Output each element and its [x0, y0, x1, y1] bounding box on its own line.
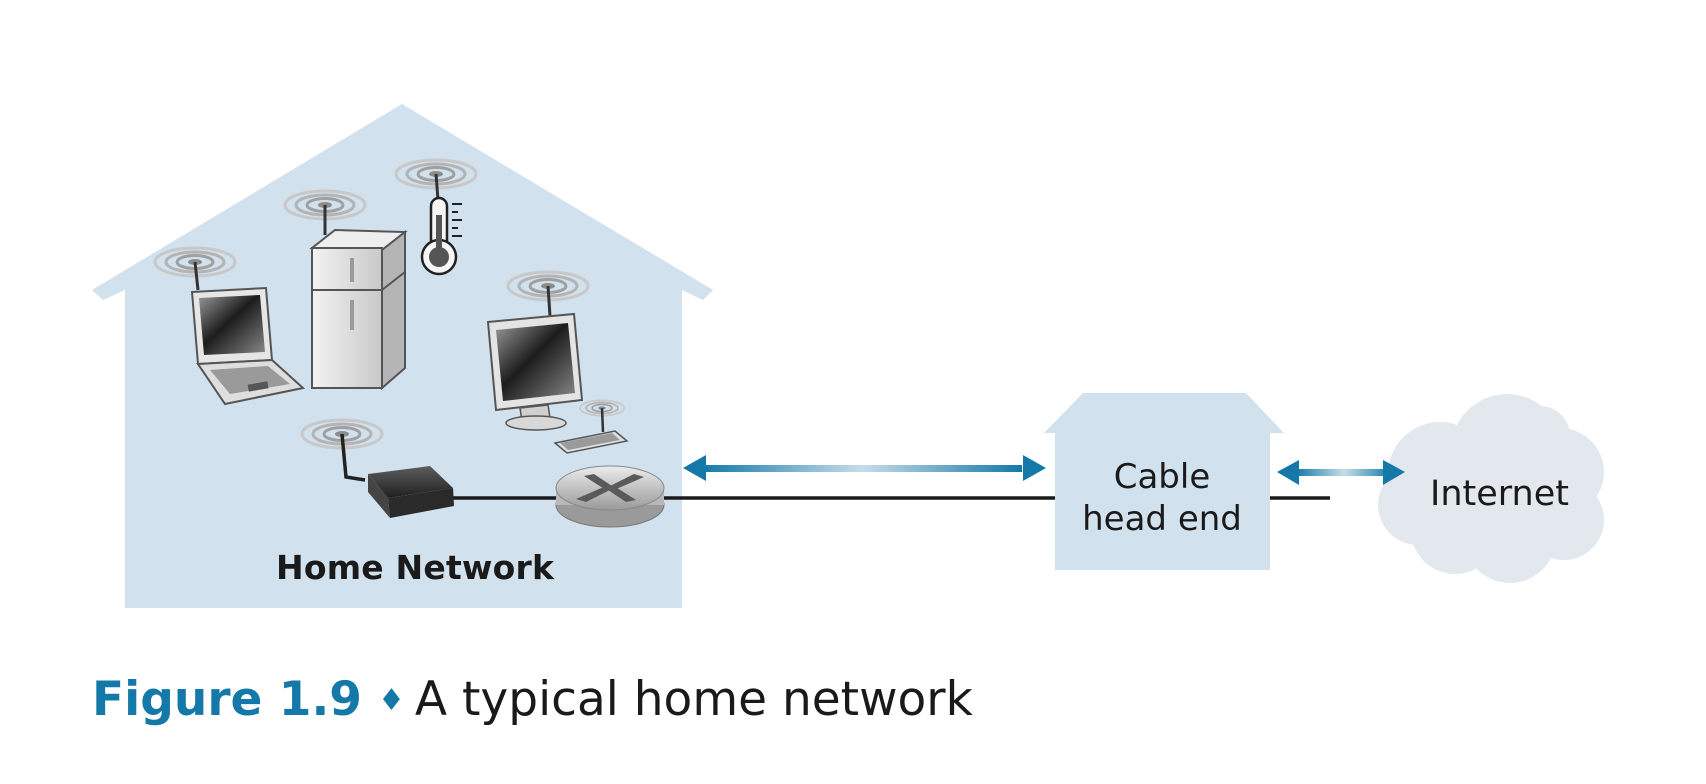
- internet-label: Internet: [1430, 474, 1569, 514]
- laptop-icon: [153, 246, 306, 406]
- home-headend-arrow: [683, 455, 1046, 481]
- router-icon: [555, 465, 665, 528]
- keyboard-icon: [553, 399, 629, 454]
- figure-caption: Figure 1.9 ♦ A typical home network: [92, 672, 973, 727]
- headend-internet-arrow: [1277, 460, 1405, 485]
- headend-label-line2: head end: [1082, 499, 1242, 539]
- caption-separator: ♦: [378, 683, 405, 718]
- thermometer-icon: [394, 158, 478, 276]
- wireless-access-point-icon: [300, 418, 454, 518]
- figure-number: Figure 1.9: [92, 672, 362, 727]
- headend-label-line1: Cable: [1113, 457, 1211, 497]
- monitor-icon: [486, 270, 590, 431]
- home-network-label: Home Network: [276, 548, 555, 587]
- headend-building: [1044, 393, 1284, 570]
- cable-headend-label: Cable head end: [1052, 456, 1272, 540]
- caption-text: A typical home network: [414, 672, 973, 727]
- cloud-icon: [1378, 394, 1604, 583]
- refrigerator-icon: [283, 189, 408, 391]
